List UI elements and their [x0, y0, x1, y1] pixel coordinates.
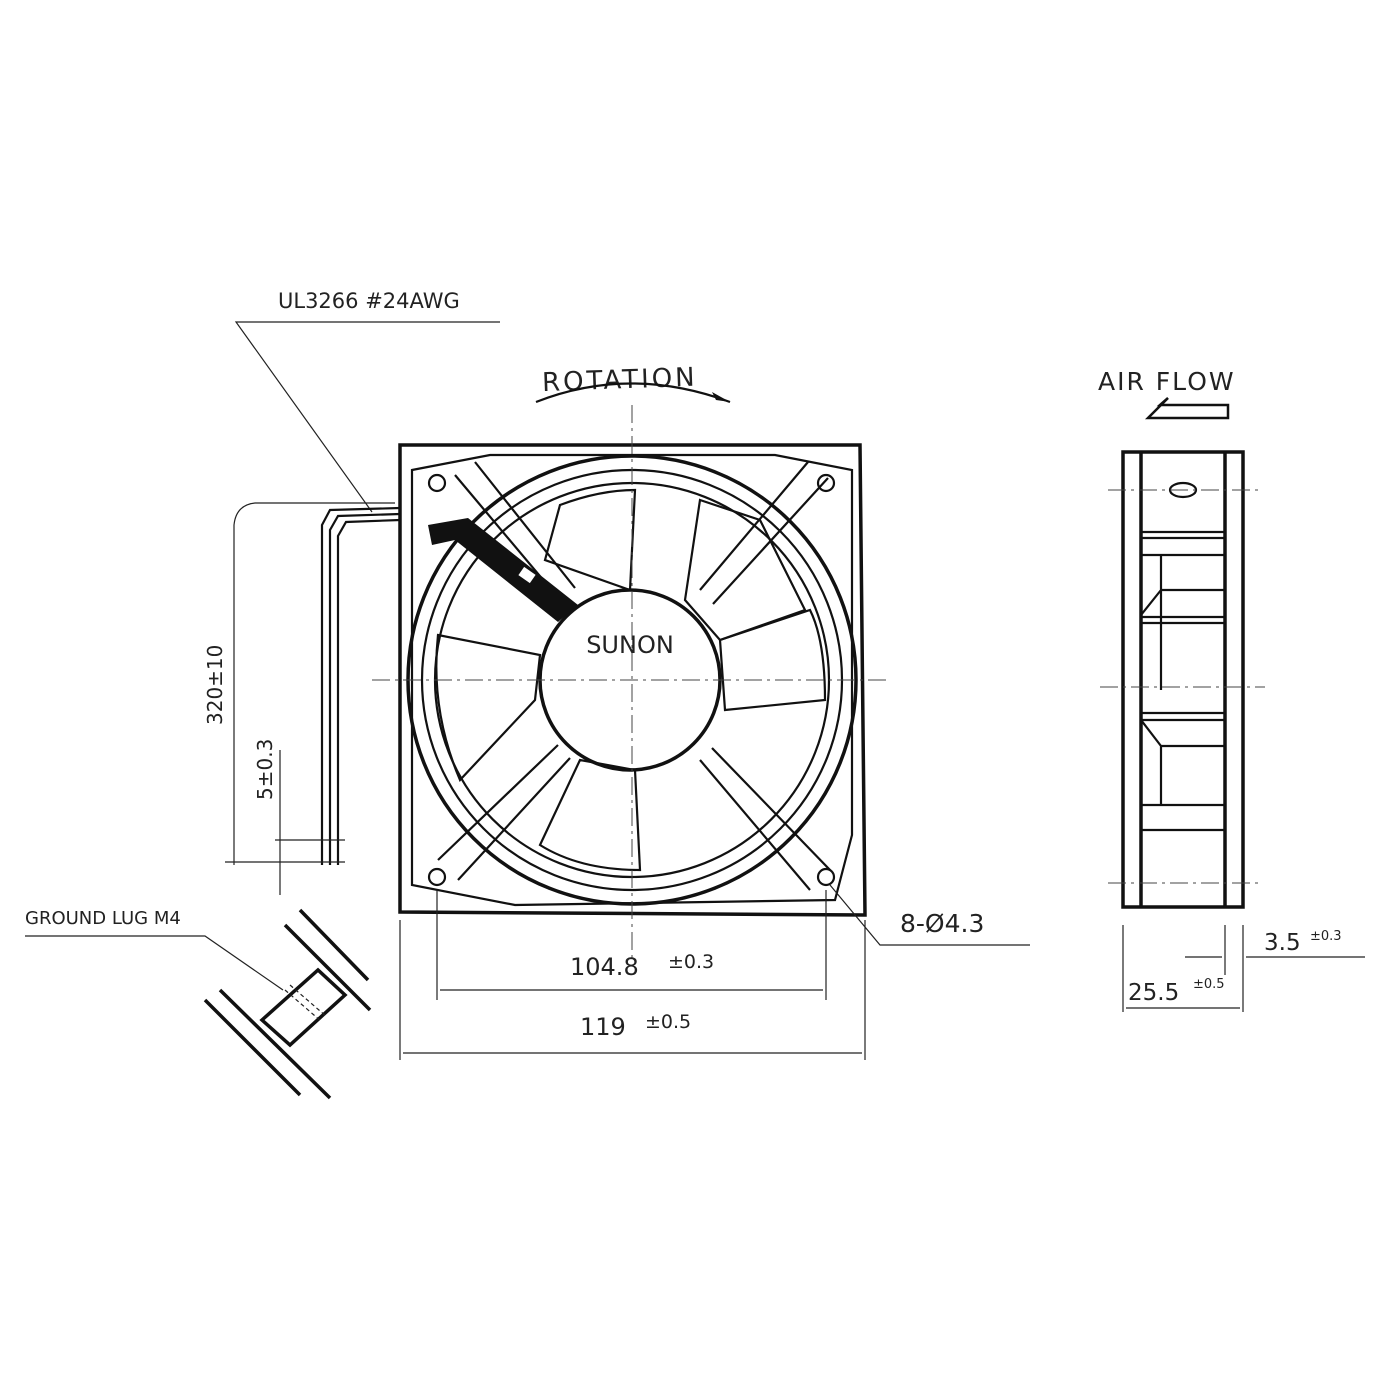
lead-wires: 320±10 5±0.3	[203, 502, 401, 895]
depth-label: 25.5	[1128, 980, 1179, 1006]
mount-hole	[427, 473, 447, 493]
flange-label: 3.5	[1264, 930, 1301, 956]
mount-hole	[427, 867, 447, 887]
side-dimension-lines	[1122, 925, 1365, 1012]
strut-bottom-right	[699, 747, 831, 891]
flange-tol: ±0.3	[1310, 929, 1342, 944]
ground-lug-leader	[25, 935, 284, 991]
rotation-indicator: ROTATION	[535, 363, 731, 404]
fan-blade	[543, 488, 637, 592]
frame-size-tol: ±0.5	[645, 1011, 691, 1033]
hole-pitch-tol: ±0.3	[668, 951, 714, 973]
side-center-lines	[1100, 489, 1265, 884]
side-internals	[1140, 530, 1225, 832]
brand-label: SUNON	[586, 631, 674, 659]
holes-label: 8-Ø4.3	[900, 909, 984, 938]
fan-blade	[718, 608, 827, 712]
air-flow-arrow-icon	[1144, 397, 1230, 420]
wires	[320, 506, 401, 865]
fan-blade	[538, 758, 642, 872]
wire-spec-label: UL3266 #24AWG	[278, 289, 460, 313]
side-flanges	[1139, 452, 1227, 907]
mount-hole	[816, 473, 836, 493]
depth-tol: ±0.5	[1193, 977, 1225, 992]
ground-lug-detail: GROUND LUG M4	[25, 908, 372, 1100]
wire-spec-callout: UL3266 #24AWG	[234, 289, 500, 513]
leader-line	[234, 321, 500, 513]
lead-dimension-lines	[225, 502, 395, 895]
center-lines	[372, 405, 890, 960]
fan-side-view: AIR FLOW 25.5 ±0.5 3.5 ±0.3	[1098, 367, 1365, 1012]
rotation-arrowhead-icon	[712, 392, 730, 402]
fan-blade	[435, 633, 542, 782]
fan-front-view: SUNON	[372, 405, 890, 960]
strip-length-label: 5±0.3	[253, 739, 277, 800]
lug-frame-lines	[203, 908, 372, 1100]
hole-leader	[829, 884, 1030, 946]
fan-blade	[683, 498, 807, 642]
lug-body	[259, 967, 348, 1048]
lug-thread	[284, 984, 328, 1023]
ground-lug-label: GROUND LUG M4	[25, 908, 181, 929]
hole-callout: 8-Ø4.3	[829, 884, 1030, 946]
frame-size-label: 119	[580, 1013, 626, 1041]
front-dimensions: 104.8 ±0.3 119 ±0.5	[399, 890, 866, 1060]
side-frame	[1121, 450, 1245, 909]
lead-wire-channel	[428, 518, 578, 622]
air-flow-label: AIR FLOW	[1098, 367, 1236, 396]
rotation-arc	[535, 382, 731, 404]
hole-pitch-label: 104.8	[570, 953, 639, 981]
dimension-lines	[399, 890, 866, 1060]
frame-outline	[398, 443, 867, 917]
strut-bottom-left	[437, 744, 571, 881]
wire-clip	[518, 566, 536, 584]
mount-hole	[816, 867, 836, 887]
lead-length-label: 320±10	[203, 645, 227, 725]
frame-inner	[410, 453, 854, 907]
